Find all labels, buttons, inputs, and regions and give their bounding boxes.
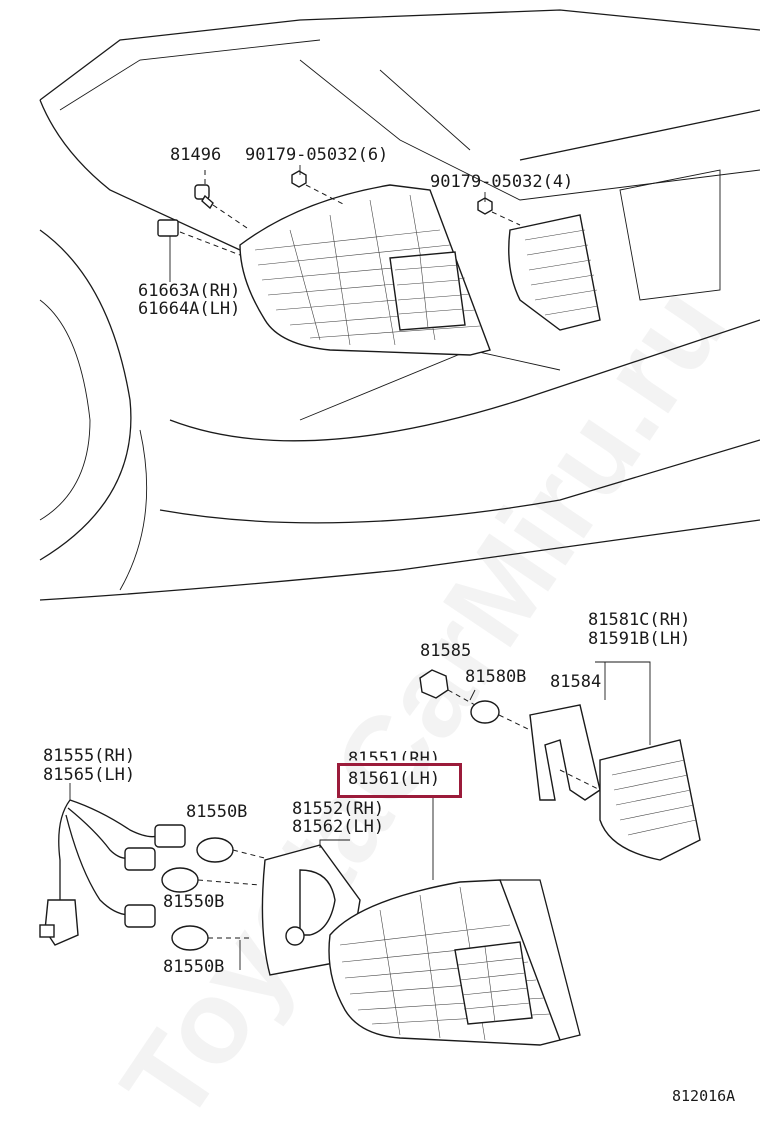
diagram-drawing bbox=[39, 9, 760, 1046]
upper-outer-lamp bbox=[239, 184, 491, 356]
label-81562-lh: 81562(LH) bbox=[292, 817, 385, 837]
label-81550b-1: 81550B bbox=[186, 802, 248, 822]
label-81555-rh: 81555(RH) bbox=[43, 746, 136, 766]
upper-inner-lamp bbox=[508, 214, 601, 331]
label-81550b-3: 81550B bbox=[163, 957, 225, 977]
wiring-harness bbox=[39, 783, 281, 970]
label-81584: 81584 bbox=[550, 672, 602, 692]
parts-diagram: ToyotaCarMiru.ru bbox=[39, 9, 760, 1145]
label-81552-rh: 81552(RH) bbox=[292, 799, 385, 819]
label-81591b-lh: 81591B(LH) bbox=[588, 629, 691, 649]
label-81585: 81585 bbox=[420, 641, 472, 661]
label-90179-05032-4: 90179-05032(4) bbox=[430, 172, 574, 192]
label-81550b-2: 81550B bbox=[163, 892, 225, 912]
lower-outer-lamp bbox=[328, 879, 581, 1046]
highlight-box-81561 bbox=[337, 763, 462, 798]
label-81551-rh: 81551(RH) bbox=[348, 749, 441, 769]
upper-fasteners bbox=[157, 165, 521, 282]
label-61664a-lh: 61664A(LH) bbox=[138, 299, 241, 319]
label-81496: 81496 bbox=[170, 145, 222, 165]
leader-lines bbox=[319, 661, 651, 880]
label-81580b: 81580B bbox=[465, 667, 527, 687]
label-61663a-rh: 61663A(RH) bbox=[138, 281, 241, 301]
label-90179-05032-6: 90179-05032(6) bbox=[245, 145, 389, 165]
lower-inner-lamp bbox=[419, 669, 701, 861]
label-81565-lh: 81565(LH) bbox=[43, 765, 136, 785]
label-81581c-rh: 81581C(RH) bbox=[588, 610, 691, 630]
label-81561-lh: 81561(LH) bbox=[348, 769, 441, 789]
diagram-code: 812016A bbox=[672, 1087, 736, 1105]
